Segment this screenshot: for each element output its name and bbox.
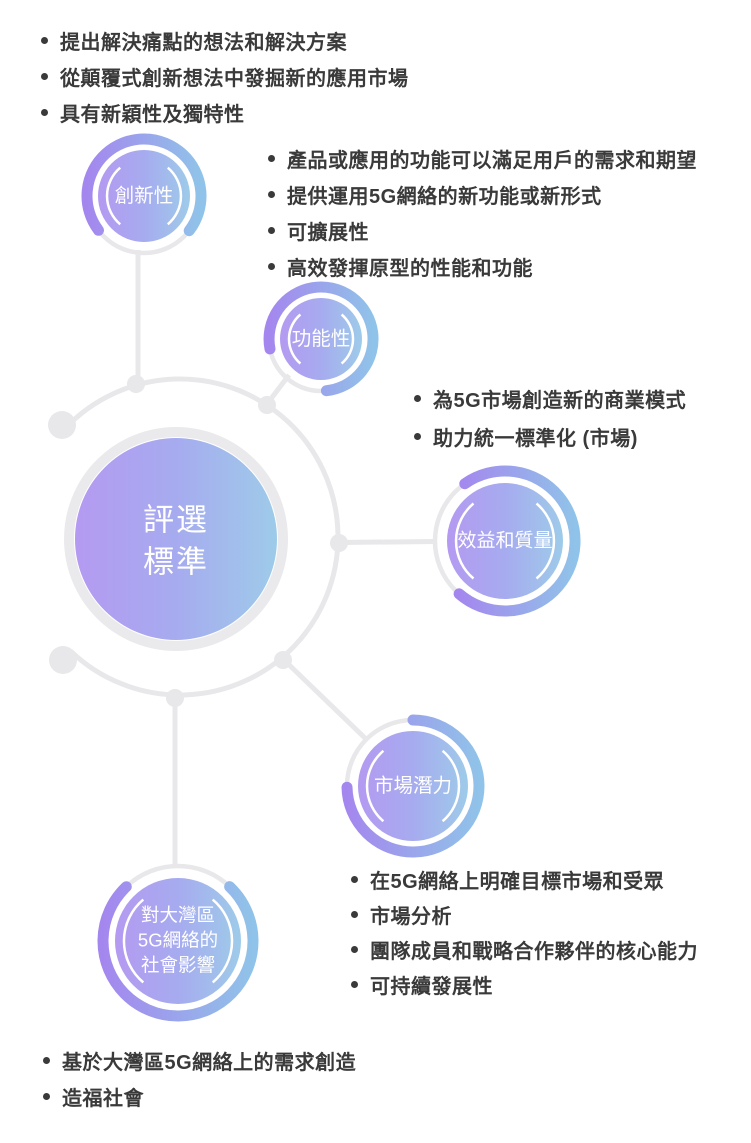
bullet-icon <box>351 876 358 883</box>
center-title-line2: 標準 <box>143 545 209 580</box>
bullet-text: 從顛覆式創新想法中發掘新的應用市場 <box>60 67 409 90</box>
list-item: 具有新穎性及獨特性 <box>41 94 409 130</box>
innovation-disc <box>98 150 190 242</box>
innovation-label: 創新性 <box>115 185 174 207</box>
market-label: 市場潛力 <box>374 775 452 797</box>
social-label-line1: 對大灣區 <box>141 905 215 926</box>
bullet-list-benefit: 為5G市場創造新的商業模式 助力統一標準化 (市場) <box>414 379 686 455</box>
list-item: 高效發揮原型的性能和功能 <box>268 248 697 284</box>
bullet-text: 為5G市場創造新的商業模式 <box>433 389 687 412</box>
list-item: 可持續發展性 <box>351 967 698 1002</box>
bullet-text: 產品或應用的功能可以滿足用戶的需求和期望 <box>287 149 697 172</box>
bullet-list-functionality: 產品或應用的功能可以滿足用戶的需求和期望 提供運用5G網絡的新功能或新形式 可擴… <box>268 140 697 284</box>
bullet-list-social: 基於大灣區5G網絡上的需求創造 造福社會 <box>43 1042 356 1114</box>
benefit-gradient-arc <box>453 465 581 617</box>
social-paren-left <box>122 898 145 984</box>
benefit-disc <box>447 483 563 599</box>
social-gradient-arc <box>97 881 259 1022</box>
list-item: 在5G網絡上明確目標市場和受眾 <box>351 862 698 897</box>
bullet-text: 可持續發展性 <box>370 976 493 998</box>
functionality-paren-left <box>287 313 302 365</box>
list-item: 為5G市場創造新的商業模式 <box>414 379 686 417</box>
market-paren-right <box>441 749 461 823</box>
social-disc <box>115 878 241 1004</box>
bullet-text: 高效發揮原型的性能和功能 <box>287 257 533 280</box>
bullet-icon <box>351 946 358 953</box>
satellite-market: 市場潛力 <box>341 714 485 858</box>
bullet-icon <box>41 72 48 80</box>
functionality-paren-right <box>340 313 355 365</box>
list-item: 市場分析 <box>351 897 698 932</box>
satellite-benefit: 效益和質量 <box>432 465 581 617</box>
bullet-icon <box>414 394 421 402</box>
bullet-icon <box>41 108 48 116</box>
market-disc <box>358 731 468 841</box>
center-gray-ring <box>64 427 288 651</box>
orbit-node-top <box>127 375 145 393</box>
connector-market <box>281 657 368 741</box>
benefit-label: 效益和質量 <box>457 530 552 552</box>
center-circle: 評選 標準 <box>64 427 288 651</box>
social-label-line2: 5G網絡的 <box>138 930 218 951</box>
bullet-icon <box>268 262 275 270</box>
bullet-icon <box>268 226 275 234</box>
list-item: 可擴展性 <box>268 212 697 248</box>
social-paren-right <box>211 898 234 984</box>
bullet-list-market: 在5G網絡上明確目標市場和受眾 市場分析 團隊成員和戰略合作夥伴的核心能力 可持… <box>351 862 698 1002</box>
bullet-icon <box>268 190 275 198</box>
connector-benefit <box>338 539 437 545</box>
bullet-text: 助力統一標準化 (市場) <box>433 427 638 450</box>
bullet-icon <box>268 154 275 162</box>
benefit-paren-right <box>535 502 556 580</box>
market-paren-left <box>365 749 385 823</box>
orbit-node-upper-right <box>258 396 276 414</box>
bullet-text: 可擴展性 <box>287 221 369 244</box>
bullet-text: 市場分析 <box>370 906 452 928</box>
bullet-list-innovation: 提出解決痛點的想法和解決方案 從顛覆式創新想法中發掘新的應用市場 具有新穎性及獨… <box>41 22 409 130</box>
bullet-text: 團隊成員和戰略合作夥伴的核心能力 <box>370 941 698 963</box>
bullet-text: 提出解決痛點的想法和解決方案 <box>60 31 347 54</box>
list-item: 造福社會 <box>43 1078 356 1114</box>
social-label-line3: 社會影響 <box>141 955 215 976</box>
bullet-icon <box>414 432 421 440</box>
bullet-icon <box>351 981 358 988</box>
center-title-line1: 評選 <box>143 503 209 538</box>
center-disc <box>75 438 277 640</box>
market-gradient-arc <box>341 714 485 858</box>
bullet-icon <box>351 911 358 918</box>
bullet-text: 造福社會 <box>62 1087 144 1110</box>
list-item: 團隊成員和戰略合作夥伴的核心能力 <box>351 932 698 967</box>
benefit-paren-left <box>454 502 475 580</box>
list-item: 助力統一標準化 (市場) <box>414 417 686 455</box>
orbit-dot-upper-left <box>48 411 76 439</box>
orbit-dot-lower-left <box>49 646 77 674</box>
orbit-node-bottom <box>166 689 184 707</box>
bullet-icon <box>43 1092 50 1100</box>
satellite-functionality: 功能性 <box>263 281 379 397</box>
functionality-label: 功能性 <box>292 328 351 350</box>
innovation-gradient-arc <box>81 133 207 237</box>
innovation-paren-right <box>166 166 183 226</box>
functionality-disc <box>280 298 362 380</box>
functionality-gradient-arc <box>263 281 379 397</box>
innovation-paren-left <box>105 166 122 226</box>
orbit-node-lower-right <box>274 651 292 669</box>
bullet-icon <box>41 36 48 44</box>
satellite-innovation: 創新性 <box>81 133 207 256</box>
satellite-social: 對大灣區 5G網絡的 社會影響 <box>97 863 259 1022</box>
bullet-text: 基於大灣區5G網絡上的需求創造 <box>62 1051 357 1074</box>
list-item: 產品或應用的功能可以滿足用戶的需求和期望 <box>268 140 697 176</box>
bullet-icon <box>43 1056 50 1064</box>
list-item: 基於大灣區5G網絡上的需求創造 <box>43 1042 356 1078</box>
list-item: 提供運用5G網絡的新功能或新形式 <box>268 176 697 212</box>
list-item: 從顛覆式創新想法中發掘新的應用市場 <box>41 58 409 94</box>
bullet-text: 在5G網絡上明確目標市場和受眾 <box>370 871 665 893</box>
orbit-node-right <box>330 534 348 552</box>
list-item: 提出解決痛點的想法和解決方案 <box>41 22 409 58</box>
bullet-text: 具有新穎性及獨特性 <box>60 103 245 126</box>
bullet-text: 提供運用5G網絡的新功能或新形式 <box>287 185 602 208</box>
